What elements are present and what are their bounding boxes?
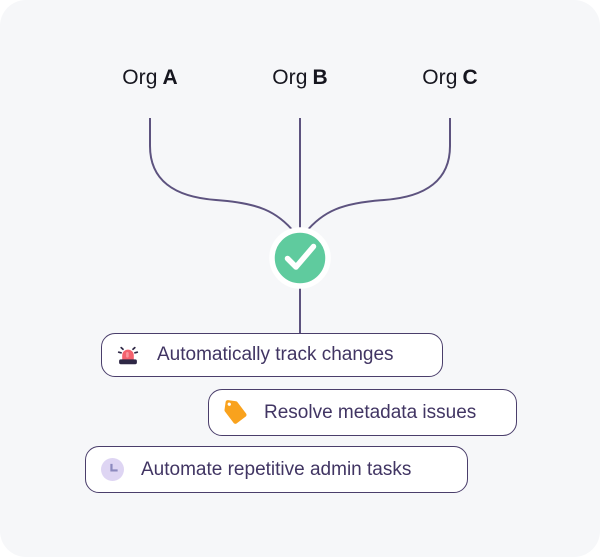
siren-icon xyxy=(114,343,142,367)
org-c-letter: C xyxy=(462,66,478,89)
checkmark-icon xyxy=(284,243,317,270)
org-a-prefix: Org xyxy=(122,66,158,89)
pill-admin-tasks: Automate repetitive admin tasks xyxy=(85,446,468,493)
org-b-letter: B xyxy=(312,66,328,89)
pill-track-changes: Automatically track changes xyxy=(101,333,443,377)
org-a-letter: A xyxy=(162,66,178,89)
pill-admin-tasks-label: Automate repetitive admin tasks xyxy=(141,458,412,480)
clock-icon xyxy=(98,458,126,481)
connector-org-c-line xyxy=(304,118,451,234)
connector-org-a-line xyxy=(149,118,296,234)
tag-icon xyxy=(221,399,249,426)
pill-metadata-issues: Resolve metadata issues xyxy=(208,389,517,436)
pill-metadata-issues-label: Resolve metadata issues xyxy=(264,401,477,423)
pill-track-changes-label: Automatically track changes xyxy=(157,344,394,365)
org-c-prefix: Org xyxy=(422,66,458,89)
check-circle xyxy=(269,227,331,289)
org-b-prefix: Org xyxy=(272,66,308,89)
